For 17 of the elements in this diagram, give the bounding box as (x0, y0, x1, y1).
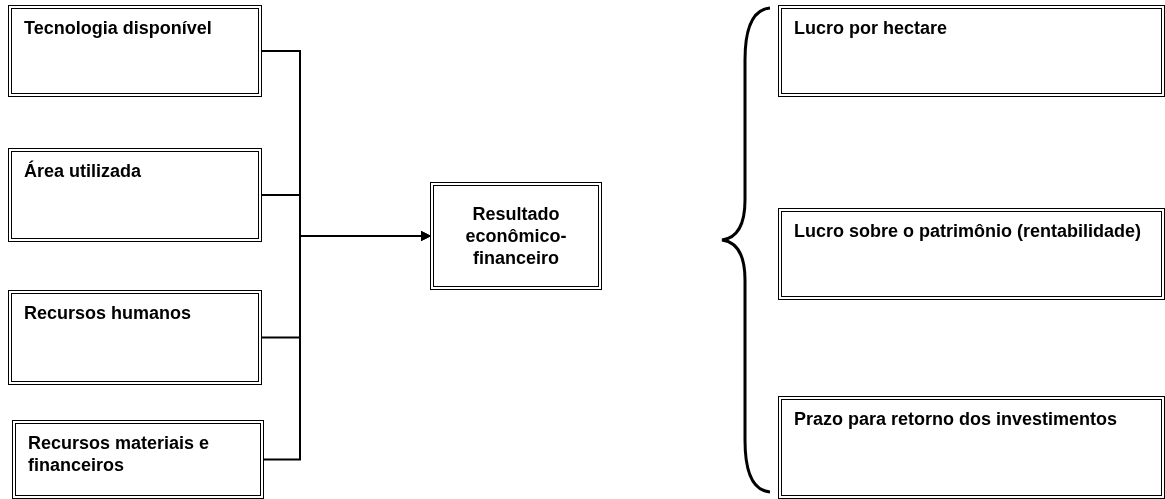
box-label: Área utilizada (24, 160, 143, 182)
text-box (430, 182, 602, 290)
box-label: Recursos humanos (24, 302, 193, 324)
box-label: Lucro por hectare (794, 17, 949, 39)
arrow (263, 231, 431, 461)
text-box (778, 5, 1165, 97)
box-label: Resultado econômico-financeiro (464, 203, 568, 269)
box-label: Lucro sobre o patrimônio (rentabilidade) (794, 220, 1143, 242)
text-box (12, 420, 264, 499)
box-label: Tecnologia disponível (24, 17, 213, 39)
box-label: Recursos materiais e financeiros (28, 432, 211, 476)
text-box (778, 396, 1165, 499)
text-box (8, 148, 262, 242)
text-box (8, 290, 262, 385)
box-label: Prazo para retorno dos investimentos (794, 408, 1119, 430)
text-box (8, 5, 262, 97)
text-box (778, 208, 1165, 300)
